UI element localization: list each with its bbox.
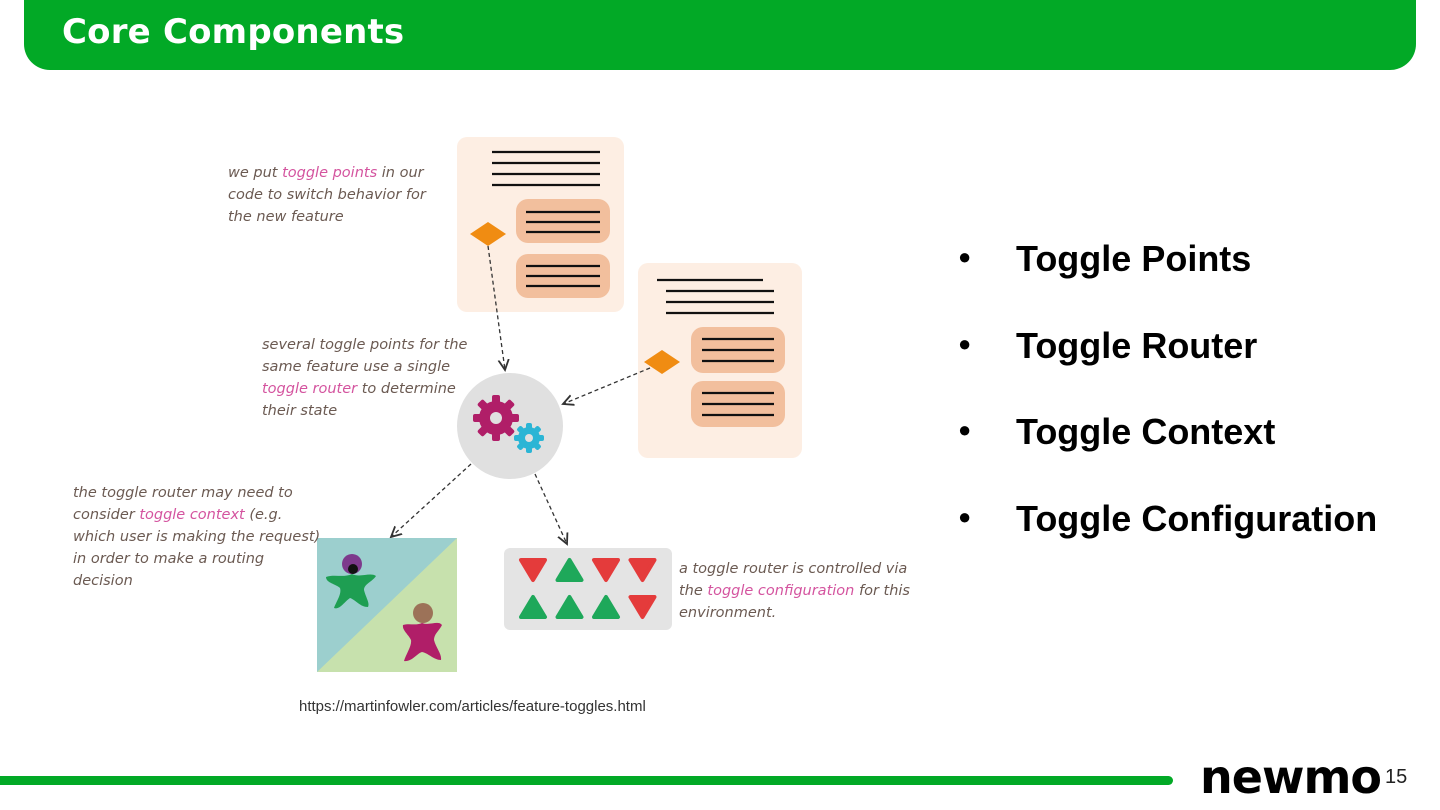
arrow-router-to-context bbox=[391, 463, 472, 537]
toggle-on-marker bbox=[555, 558, 584, 582]
page-number: 15 bbox=[1385, 766, 1408, 788]
diagram-graphic bbox=[317, 137, 802, 672]
flow-arrows bbox=[391, 245, 651, 544]
toggle-point-diamond bbox=[644, 350, 680, 374]
caption-toggle-configuration: a toggle router is controlled via the to… bbox=[679, 561, 910, 621]
toggle-point-diamond bbox=[470, 222, 506, 246]
bullet-toggle-router: Toggle Router bbox=[958, 325, 1377, 412]
gear-small-icon bbox=[514, 423, 544, 453]
toggle-off-marker bbox=[592, 558, 620, 582]
newmo-logo: newmo bbox=[1200, 750, 1382, 804]
toggle-off-marker bbox=[628, 595, 657, 619]
title-bar: Core Components bbox=[24, 0, 1416, 70]
bullet-toggle-points: Toggle Points bbox=[958, 238, 1377, 325]
arrow-router-to-configuration bbox=[534, 473, 567, 544]
arrow-toggle-point-to-router bbox=[563, 367, 651, 404]
toggle-context-users bbox=[317, 538, 457, 672]
gear-large-icon bbox=[473, 395, 519, 441]
bullet-list: Toggle Points Toggle Router Toggle Conte… bbox=[958, 238, 1377, 584]
user-icon bbox=[326, 554, 376, 609]
bullet-toggle-context: Toggle Context bbox=[958, 411, 1377, 498]
caption-toggle-points: we put toggle points in our code to swit… bbox=[228, 165, 426, 225]
code-card-2 bbox=[638, 263, 802, 458]
user-icon bbox=[402, 603, 442, 662]
toggle-on-marker bbox=[592, 595, 620, 619]
caption-toggle-router: several toggle points for the same featu… bbox=[262, 337, 468, 419]
bullet-toggle-configuration: Toggle Configuration bbox=[958, 498, 1377, 585]
caption-toggle-context: the toggle router may need to consider t… bbox=[73, 485, 321, 589]
toggle-on-marker bbox=[519, 595, 547, 619]
code-card-1 bbox=[457, 137, 624, 312]
slide-title: Core Components bbox=[62, 12, 405, 52]
toggle-off-marker bbox=[519, 558, 547, 582]
toggle-configuration-panel bbox=[504, 548, 672, 630]
source-link[interactable]: https://martinfowler.com/articles/featur… bbox=[299, 698, 646, 715]
footer-accent-line bbox=[0, 776, 1173, 785]
feature-toggle-diagram: we put toggle points in our code to swit… bbox=[60, 120, 930, 690]
toggle-on-marker bbox=[555, 595, 584, 619]
toggle-router bbox=[457, 373, 563, 479]
toggle-off-marker bbox=[628, 558, 657, 582]
